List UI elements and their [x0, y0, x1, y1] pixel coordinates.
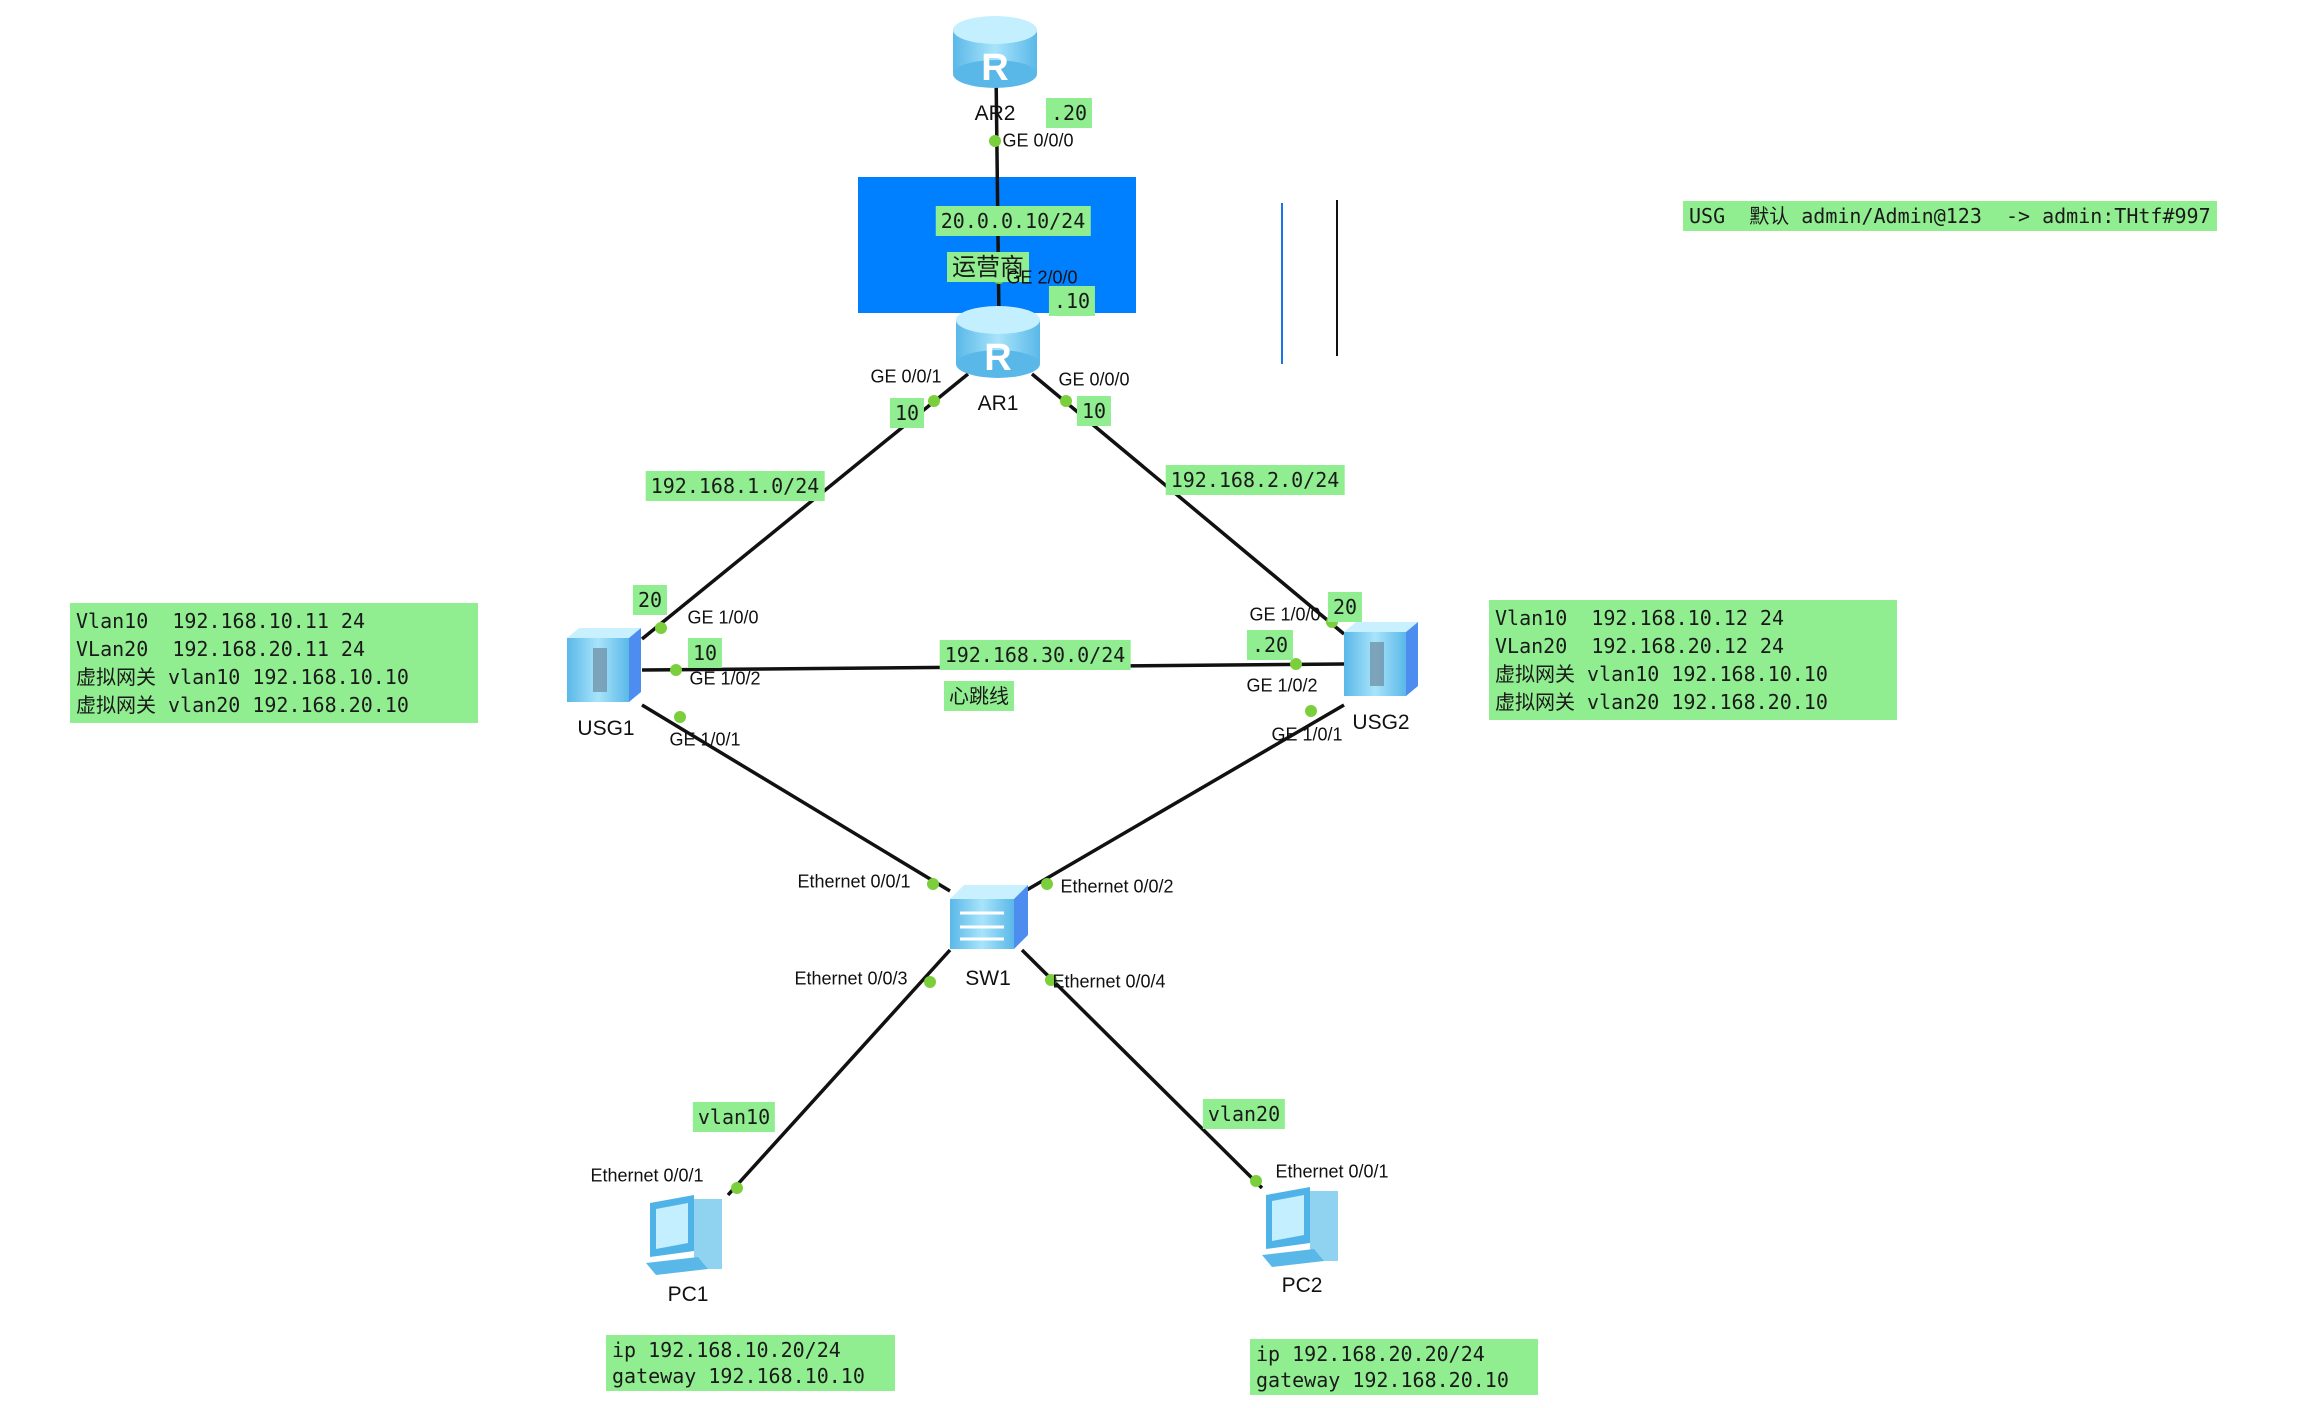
firewall-icon[interactable]	[567, 628, 641, 702]
firewall-icon[interactable]	[1344, 622, 1418, 696]
router-icon[interactable]: R	[953, 16, 1037, 89]
ip-label: .20	[1246, 630, 1294, 660]
device-label-usg2: USG2	[1352, 711, 1410, 734]
config-line: VLan20 192.168.20.12 24	[1495, 634, 1784, 658]
port-label: Ethernet 0/0/1	[797, 871, 911, 892]
config-line: 虚拟网关 vlan20 192.168.20.10	[76, 693, 409, 717]
port-label: Ethernet 0/0/2	[1060, 876, 1174, 897]
port-label: GE 0/0/0	[1058, 369, 1130, 390]
subnet-label: 192.168.2.0/24	[1165, 465, 1345, 495]
link-sw1-pc2[interactable]	[1020, 948, 1264, 1190]
credentials-note: USG 默认 admin/Admin@123 -> admin:THtf#997	[1683, 201, 2217, 231]
switch-icon[interactable]	[950, 885, 1028, 949]
port-label: GE 1/0/0	[687, 607, 759, 628]
ip-label: 10	[1076, 396, 1112, 426]
port-label: Ethernet 0/0/1	[1275, 1161, 1389, 1182]
subnet-label: 192.168.1.0/24	[645, 471, 825, 501]
ip-label: 20	[632, 585, 668, 615]
port-label: GE 0/0/0	[1002, 130, 1074, 151]
vlan-label: vlan20	[1202, 1099, 1286, 1129]
vlan-label: vlan10	[692, 1102, 776, 1132]
ip-label: 20	[1327, 592, 1363, 622]
isp-name-label: 运营商	[947, 252, 1029, 282]
port-label: GE 2/0/0	[1006, 267, 1078, 288]
svg-text:R: R	[984, 337, 1011, 379]
ip-label: 10	[889, 398, 925, 428]
port-label: GE 1/0/2	[689, 668, 761, 689]
port-dots	[655, 135, 1338, 1194]
config-line: Vlan10 192.168.10.11 24	[76, 609, 365, 633]
port-label: GE 1/0/1	[669, 729, 741, 750]
device-label-usg1: USG1	[577, 717, 635, 740]
config-line: Vlan10 192.168.10.12 24	[1495, 606, 1784, 630]
config-line: ip 192.168.10.20/24	[612, 1338, 841, 1362]
svg-text:R: R	[981, 47, 1008, 89]
config-line: 虚拟网关 vlan20 192.168.20.10	[1495, 690, 1828, 714]
ip-label: 10	[687, 638, 723, 668]
heartbeat-label: 心跳线	[944, 681, 1014, 711]
config-line: VLan20 192.168.20.11 24	[76, 637, 365, 661]
port-label: GE 1/0/2	[1246, 675, 1318, 696]
port-label: Ethernet 0/0/1	[590, 1165, 704, 1186]
pc-icon[interactable]	[646, 1195, 722, 1275]
subnet-label: 192.168.30.0/24	[939, 640, 1131, 670]
device-label-sw1: SW1	[965, 967, 1011, 990]
isp-subnet-label: 20.0.0.10/24	[935, 206, 1091, 236]
config-line: gateway 192.168.10.10	[612, 1364, 865, 1388]
config-line: 虚拟网关 vlan10 192.168.10.10	[1495, 662, 1828, 686]
link-usg1-sw1[interactable]	[641, 703, 951, 893]
link-usg2-sw1[interactable]	[1024, 703, 1345, 893]
router-icon[interactable]: R	[956, 306, 1040, 379]
usg2-config-note: Vlan10 192.168.10.12 24 VLan20 192.168.20…	[1489, 600, 1897, 720]
port-label: GE 1/0/1	[1271, 724, 1343, 745]
port-label: Ethernet 0/0/3	[794, 968, 908, 989]
ip-label: .10	[1048, 286, 1096, 316]
device-label-pc2: PC2	[1281, 1274, 1323, 1297]
port-label: Ethernet 0/0/4	[1052, 971, 1166, 992]
pc-icon[interactable]	[1262, 1187, 1338, 1267]
ip-label: .20	[1045, 98, 1093, 128]
config-line: gateway 192.168.20.10	[1256, 1368, 1509, 1392]
device-label-pc1: PC1	[667, 1283, 709, 1306]
device-label-ar2: AR2	[974, 102, 1016, 125]
port-label: GE 0/0/1	[870, 366, 942, 387]
device-label-ar1: AR1	[977, 392, 1019, 415]
config-line: ip 192.168.20.20/24	[1256, 1342, 1485, 1366]
port-label: GE 1/0/0	[1249, 604, 1321, 625]
usg1-config-note: Vlan10 192.168.10.11 24 VLan20 192.168.20…	[70, 603, 478, 723]
link-sw1-pc1[interactable]	[726, 948, 952, 1197]
config-line: 虚拟网关 vlan10 192.168.10.10	[76, 665, 409, 689]
